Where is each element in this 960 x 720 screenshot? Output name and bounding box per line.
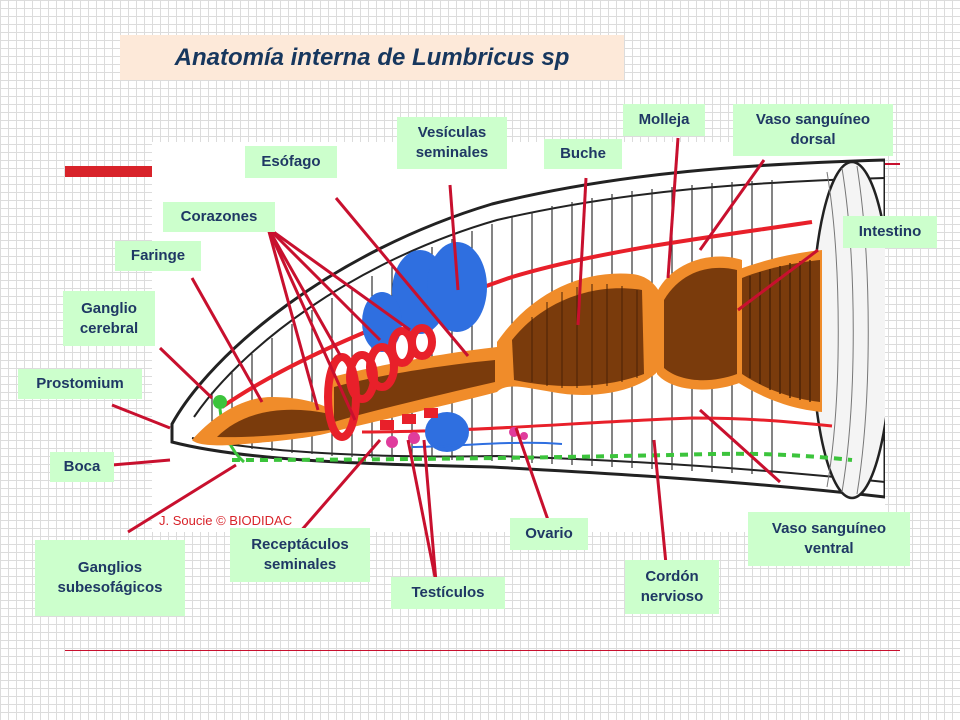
- testes: [380, 408, 438, 430]
- label-vesiculas-seminales: Vesículas seminales: [397, 117, 507, 169]
- seminal-receptacle-1: [386, 436, 398, 448]
- decorative-line: [65, 650, 900, 651]
- decorative-line-top: [880, 163, 900, 165]
- seminal-receptacle-2: [408, 432, 420, 444]
- ovary: [509, 427, 519, 437]
- label-esofago: Esófago: [245, 146, 337, 178]
- decorative-bar: [65, 166, 157, 177]
- label-ovario: Ovario: [510, 518, 588, 550]
- label-vaso-dorsal: Vaso sanguíneo dorsal: [733, 104, 893, 156]
- body-cut-end: [810, 160, 885, 500]
- label-faringe: Faringe: [115, 241, 201, 271]
- label-receptaculos-seminales: Receptáculos seminales: [230, 528, 370, 582]
- label-ganglios-subesofagicos: Ganglios subesofágicos: [35, 540, 185, 616]
- label-boca: Boca: [50, 452, 114, 482]
- label-corazones: Corazones: [163, 202, 275, 232]
- label-vaso-ventral: Vaso sanguíneo ventral: [748, 512, 910, 566]
- label-intestino: Intestino: [843, 216, 937, 248]
- label-buche: Buche: [544, 139, 622, 169]
- earthworm-diagram: [152, 142, 885, 532]
- image-credit: J. Soucie © BIODIDAC: [159, 513, 293, 528]
- label-molleja: Molleja: [623, 104, 705, 136]
- cerebral-ganglion: [213, 395, 227, 409]
- label-cordon-nervioso: Cordón nervioso: [625, 560, 719, 614]
- seminal-vesicle-2: [427, 242, 487, 332]
- label-testiculos: Testículos: [391, 577, 505, 609]
- label-ganglio-cerebral: Ganglio cerebral: [63, 291, 155, 346]
- label-prostomium: Prostomium: [18, 369, 142, 399]
- page-title: Anatomía interna de Lumbricus sp: [174, 43, 570, 71]
- title-box: Anatomía interna de Lumbricus sp: [120, 35, 624, 80]
